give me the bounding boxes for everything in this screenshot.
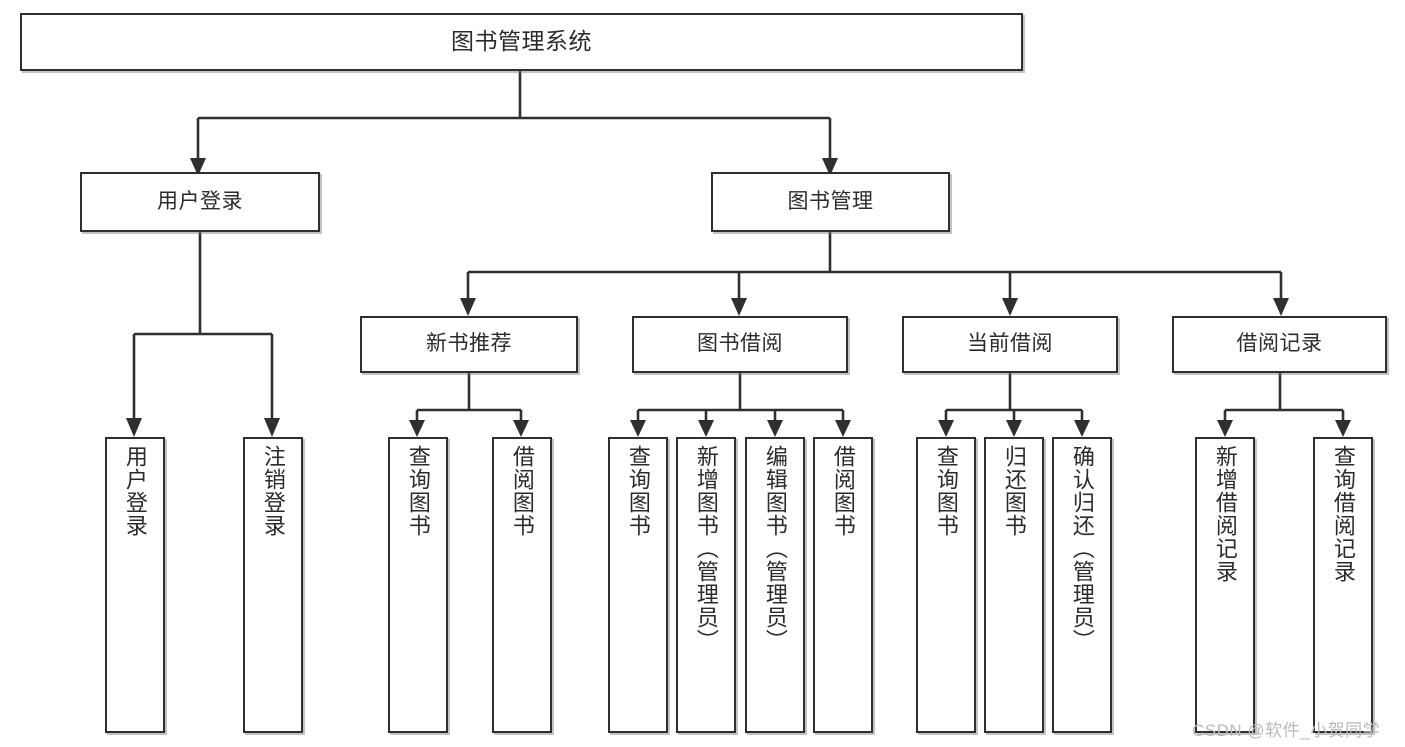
node-user-login[interactable]: 用户登录: [80, 172, 320, 232]
node-leaf-query-book-2-label: 查询图书: [625, 445, 651, 537]
node-book-manage-label: 图书管理: [787, 189, 874, 213]
node-leaf-add-book[interactable]: 新增图书（管理员）: [676, 437, 736, 733]
node-book-borrow-label: 图书借阅: [697, 332, 783, 356]
node-leaf-return-book[interactable]: 归还图书: [984, 437, 1044, 733]
node-leaf-borrow-book-2[interactable]: 借阅图书: [813, 437, 873, 733]
node-leaf-add-record[interactable]: 新增借阅记录: [1195, 437, 1255, 733]
node-root-label: 图书管理系统: [451, 28, 592, 55]
node-leaf-user-login-label: 用户登录: [122, 445, 148, 537]
node-new-book-recommend-label: 新书推荐: [426, 332, 512, 356]
connector-newbook-to-leaves: [409, 373, 529, 437]
connector-currentborrow-to-leaves: [938, 373, 1090, 437]
node-leaf-confirm-return-label: 确认归还（管理员）: [1069, 445, 1095, 652]
connector-userlogin-to-leaves: [126, 232, 280, 437]
node-book-borrow[interactable]: 图书借阅: [632, 316, 848, 373]
connector-bookborrow-to-leaves: [630, 373, 851, 437]
node-leaf-logout-login[interactable]: 注销登录: [243, 437, 303, 733]
node-leaf-query-book-1[interactable]: 查询图书: [388, 437, 448, 733]
node-leaf-edit-book[interactable]: 编辑图书（管理员）: [745, 437, 805, 733]
node-leaf-confirm-return[interactable]: 确认归还（管理员）: [1052, 437, 1112, 733]
node-leaf-query-book-2[interactable]: 查询图书: [608, 437, 668, 733]
node-leaf-logout-login-label: 注销登录: [260, 445, 286, 537]
node-current-borrow-label: 当前借阅: [967, 332, 1053, 356]
node-leaf-add-book-label: 新增图书（管理员）: [693, 445, 719, 652]
node-leaf-borrow-book-1[interactable]: 借阅图书: [492, 437, 552, 733]
node-leaf-edit-book-label: 编辑图书（管理员）: [762, 445, 788, 652]
node-borrow-record-label: 借阅记录: [1236, 332, 1323, 356]
node-leaf-borrow-book-1-label: 借阅图书: [509, 445, 535, 537]
node-borrow-record[interactable]: 借阅记录: [1172, 316, 1387, 373]
node-leaf-query-book-1-label: 查询图书: [405, 445, 431, 537]
node-leaf-query-book-3-label: 查询图书: [933, 445, 959, 537]
node-current-borrow[interactable]: 当前借阅: [902, 316, 1118, 373]
node-root[interactable]: 图书管理系统: [20, 13, 1023, 71]
csdn-watermark: CSDN @软件_小贺同学: [1192, 721, 1381, 740]
node-user-login-label: 用户登录: [157, 189, 243, 213]
connector-borrowrecord-to-leaves: [1217, 373, 1351, 437]
node-leaf-query-record-label: 查询借阅记录: [1330, 445, 1356, 583]
node-leaf-user-login[interactable]: 用户登录: [105, 437, 165, 733]
node-new-book-recommend[interactable]: 新书推荐: [360, 316, 578, 373]
connector-bookmanage-to-level3: [460, 232, 1289, 316]
connector-root-to-level2: [190, 71, 838, 176]
node-leaf-query-book-3[interactable]: 查询图书: [916, 437, 976, 733]
node-book-manage[interactable]: 图书管理: [711, 172, 950, 232]
node-leaf-query-record[interactable]: 查询借阅记录: [1313, 437, 1373, 733]
node-leaf-borrow-book-2-label: 借阅图书: [830, 445, 856, 537]
node-leaf-add-record-label: 新增借阅记录: [1212, 445, 1238, 583]
node-leaf-return-book-label: 归还图书: [1001, 445, 1027, 537]
